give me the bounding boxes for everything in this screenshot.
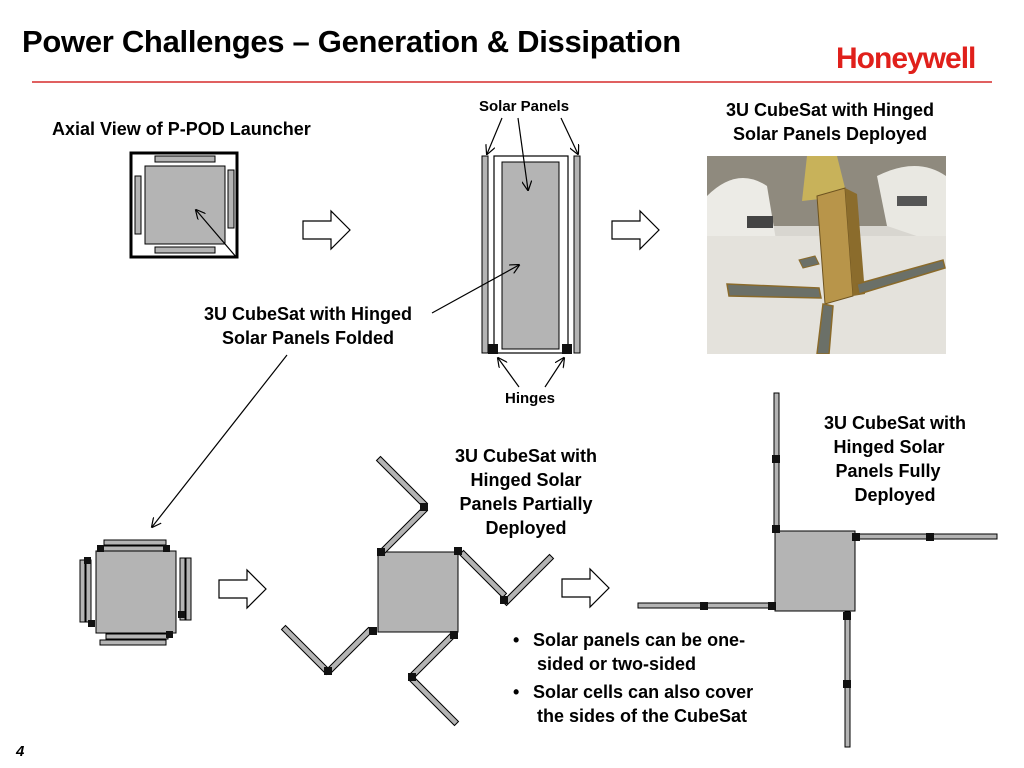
axial-view-label: Axial View of P-POD Launcher	[52, 119, 311, 139]
folded-cubesat-side-view	[481, 155, 581, 354]
deployed-photo-label-line: Solar Panels Deployed	[732, 124, 928, 144]
partial-deployed-label: 3U CubeSat with Hinged Solar Panels Part…	[436, 444, 616, 540]
full-label-line: Hinged Solar	[833, 437, 945, 457]
pointer-lines	[152, 117, 578, 527]
arrow-right-icon	[561, 567, 610, 609]
partial-label-line: Deployed	[485, 518, 567, 538]
bullet-item: • Solar cells can also cover the sides o…	[513, 680, 753, 728]
partial-label-line: 3U CubeSat with	[454, 446, 597, 466]
fully-deployed-label: 3U CubeSat with Hinged Solar Panels Full…	[805, 411, 985, 507]
deployed-photo-label-line: 3U CubeSat with Hinged	[725, 100, 934, 120]
slide-title: Power Challenges – Generation & Dissipat…	[22, 24, 681, 59]
full-label-line: 3U CubeSat with	[823, 413, 966, 433]
partially-deployed-cubesat	[280, 455, 555, 727]
bullet-line: sided or two-sided	[537, 654, 697, 674]
bullet-icon: •	[513, 682, 520, 702]
folded-cubesat-top-view	[79, 539, 192, 646]
arrow-right-icon	[611, 209, 660, 251]
page-number: 4	[16, 743, 25, 760]
block-arrows	[218, 209, 660, 610]
folded-label-line: Solar Panels Folded	[221, 328, 395, 348]
title-divider	[32, 81, 992, 83]
arrow-right-icon	[218, 568, 267, 610]
honeywell-logo: Honeywell	[836, 42, 976, 75]
ppod-axial-view	[129, 151, 239, 259]
hinges-label: Hinges	[505, 390, 556, 407]
bullet-line: the sides of the CubeSat	[537, 706, 748, 726]
partial-label-line: Hinged Solar	[470, 470, 582, 490]
folded-label-line: 3U CubeSat with Hinged	[203, 304, 412, 324]
bullet-icon: •	[513, 630, 520, 650]
fully-deployed-cubesat	[637, 392, 998, 748]
arrow-right-icon	[302, 209, 351, 251]
bullet-line: Solar cells can also cover	[533, 682, 754, 702]
solar-panels-label: Solar Panels	[479, 98, 570, 115]
deployed-cubesat-photo	[707, 156, 946, 354]
full-label-line: Panels Fully	[835, 461, 941, 481]
bullet-item: • Solar panels can be one- sided or two-…	[513, 628, 753, 676]
full-label-line: Deployed	[854, 485, 936, 505]
deployed-photo-label: 3U CubeSat with Hinged Solar Panels Depl…	[705, 98, 955, 146]
bullet-line: Solar panels can be one-	[533, 630, 746, 650]
bullet-list: • Solar panels can be one- sided or two-…	[513, 628, 753, 728]
folded-label: 3U CubeSat with Hinged Solar Panels Fold…	[188, 302, 428, 350]
partial-label-line: Panels Partially	[459, 494, 593, 514]
